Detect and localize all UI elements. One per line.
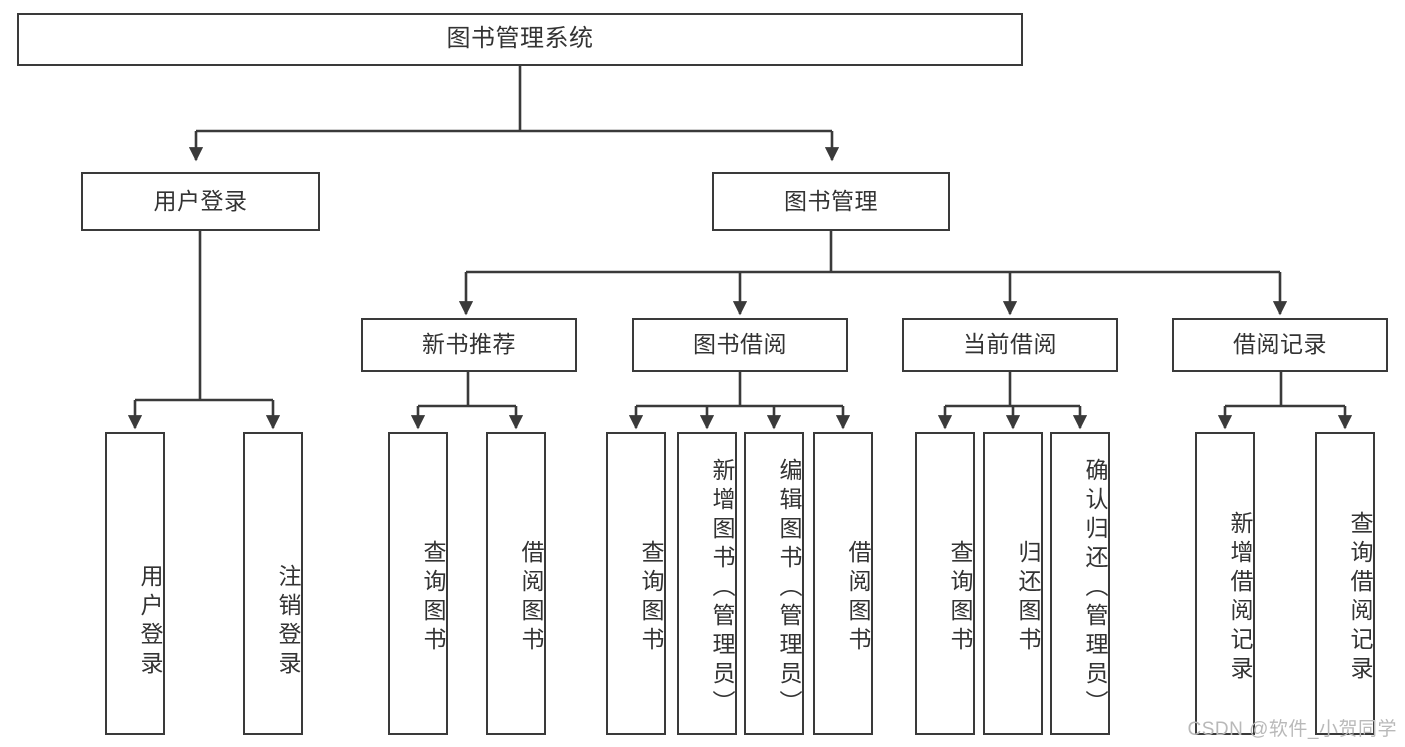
leaf-query-book-borrow[interactable]: 查询图书 [606, 432, 666, 735]
node-new-book-recommend[interactable]: 新书推荐 [361, 318, 577, 372]
node-label: 借阅图书 [518, 539, 544, 656]
node-label: 图书管理系统 [446, 25, 594, 53]
node-label: 当前借阅 [963, 331, 1057, 358]
node-label: 查询图书 [638, 539, 664, 656]
node-label: 查询图书 [947, 539, 973, 656]
node-root-system[interactable]: 图书管理系统 [17, 13, 1023, 66]
node-user-login[interactable]: 用户登录 [81, 172, 320, 231]
node-book-borrow[interactable]: 图书借阅 [632, 318, 848, 372]
node-label: 新增借阅记录 [1227, 510, 1253, 685]
node-label: 归还图书 [1015, 539, 1041, 656]
node-current-borrow[interactable]: 当前借阅 [902, 318, 1118, 372]
leaf-user-login[interactable]: 用户登录 [105, 432, 165, 735]
leaf-edit-book-admin[interactable]: 编辑图书（管理员） [744, 432, 804, 735]
node-label: 借阅图书 [845, 539, 871, 656]
leaf-add-borrow-record[interactable]: 新增借阅记录 [1195, 432, 1255, 735]
node-book-management[interactable]: 图书管理 [712, 172, 950, 231]
watermark-text: CSDN @软件_小贺同学 [1187, 719, 1397, 740]
node-label: 新书推荐 [422, 331, 516, 358]
node-label: 查询借阅记录 [1347, 510, 1373, 685]
node-label: 查询图书 [420, 539, 446, 656]
leaf-borrow-book[interactable]: 借阅图书 [813, 432, 873, 735]
leaf-add-book-admin[interactable]: 新增图书（管理员） [677, 432, 737, 735]
node-label: 注销登录 [275, 563, 301, 680]
node-label: 确认归还（管理员） [1082, 458, 1108, 719]
node-label: 用户登录 [137, 563, 163, 680]
leaf-borrow-book-recommend[interactable]: 借阅图书 [486, 432, 546, 735]
leaf-query-borrow-record[interactable]: 查询借阅记录 [1315, 432, 1375, 735]
node-label: 借阅记录 [1233, 331, 1327, 358]
node-label: 图书管理 [784, 187, 878, 214]
leaf-logout[interactable]: 注销登录 [243, 432, 303, 735]
node-label: 图书借阅 [693, 331, 787, 358]
node-label: 编辑图书（管理员） [776, 458, 802, 719]
leaf-confirm-return-admin[interactable]: 确认归还（管理员） [1050, 432, 1110, 735]
node-borrow-record[interactable]: 借阅记录 [1172, 318, 1388, 372]
node-label: 用户登录 [153, 187, 248, 214]
leaf-query-book-current[interactable]: 查询图书 [915, 432, 975, 735]
leaf-return-book[interactable]: 归还图书 [983, 432, 1043, 735]
leaf-query-book-recommend[interactable]: 查询图书 [388, 432, 448, 735]
node-label: 新增图书（管理员） [709, 458, 735, 719]
